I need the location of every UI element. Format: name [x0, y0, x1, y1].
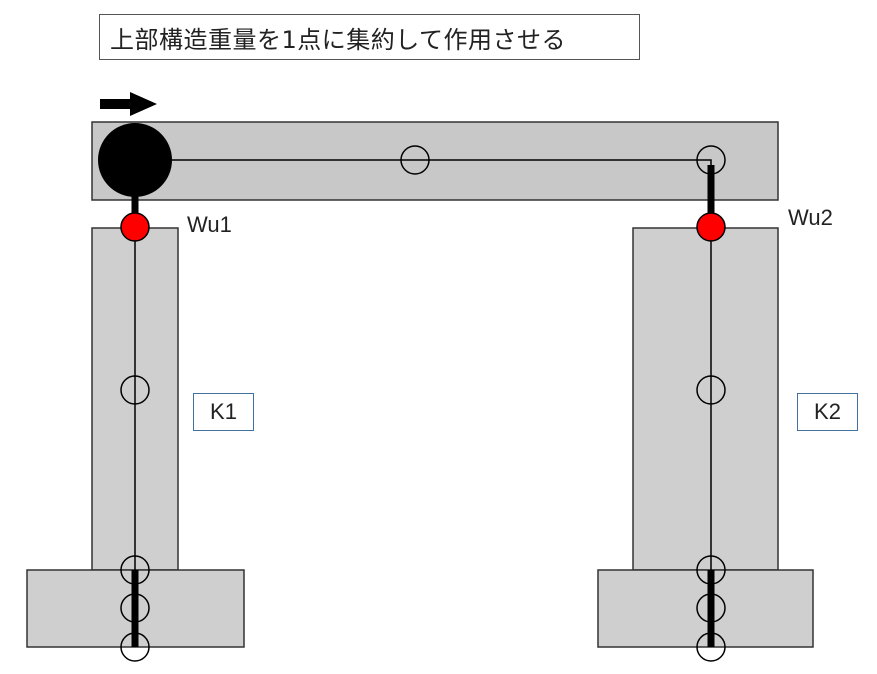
beam-end-node-icon — [696, 145, 726, 175]
spring-label-k1: K1 — [193, 393, 254, 431]
left-footing-node-bottom-icon — [120, 632, 150, 662]
left-pier-node-icon — [120, 375, 150, 405]
arrow-right-icon — [100, 92, 157, 116]
left-footing-node-mid-icon — [120, 593, 150, 623]
node-label-wu2: Wu2 — [788, 205, 833, 230]
beam-mid-node-icon — [400, 145, 430, 175]
right-pier — [632, 227, 779, 571]
spring-label-k2: K2 — [797, 393, 858, 431]
left-footing-node-top-icon — [120, 555, 150, 585]
bearing-node-wu2-icon — [696, 212, 726, 242]
right-footing-node-mid-icon — [696, 593, 726, 623]
superstructure-beam — [91, 121, 779, 201]
bearing-node-wu1-icon — [120, 212, 150, 242]
diagram-title: 上部構造重量を1点に集約して作用させる — [99, 14, 640, 60]
right-footing-node-top-icon — [696, 555, 726, 585]
lumped-mass-icon — [98, 123, 172, 197]
right-footing — [597, 569, 814, 648]
right-footing-node-bottom-icon — [696, 632, 726, 662]
right-pier-node-icon — [696, 375, 726, 405]
node-label-wu1: Wu1 — [187, 212, 232, 237]
